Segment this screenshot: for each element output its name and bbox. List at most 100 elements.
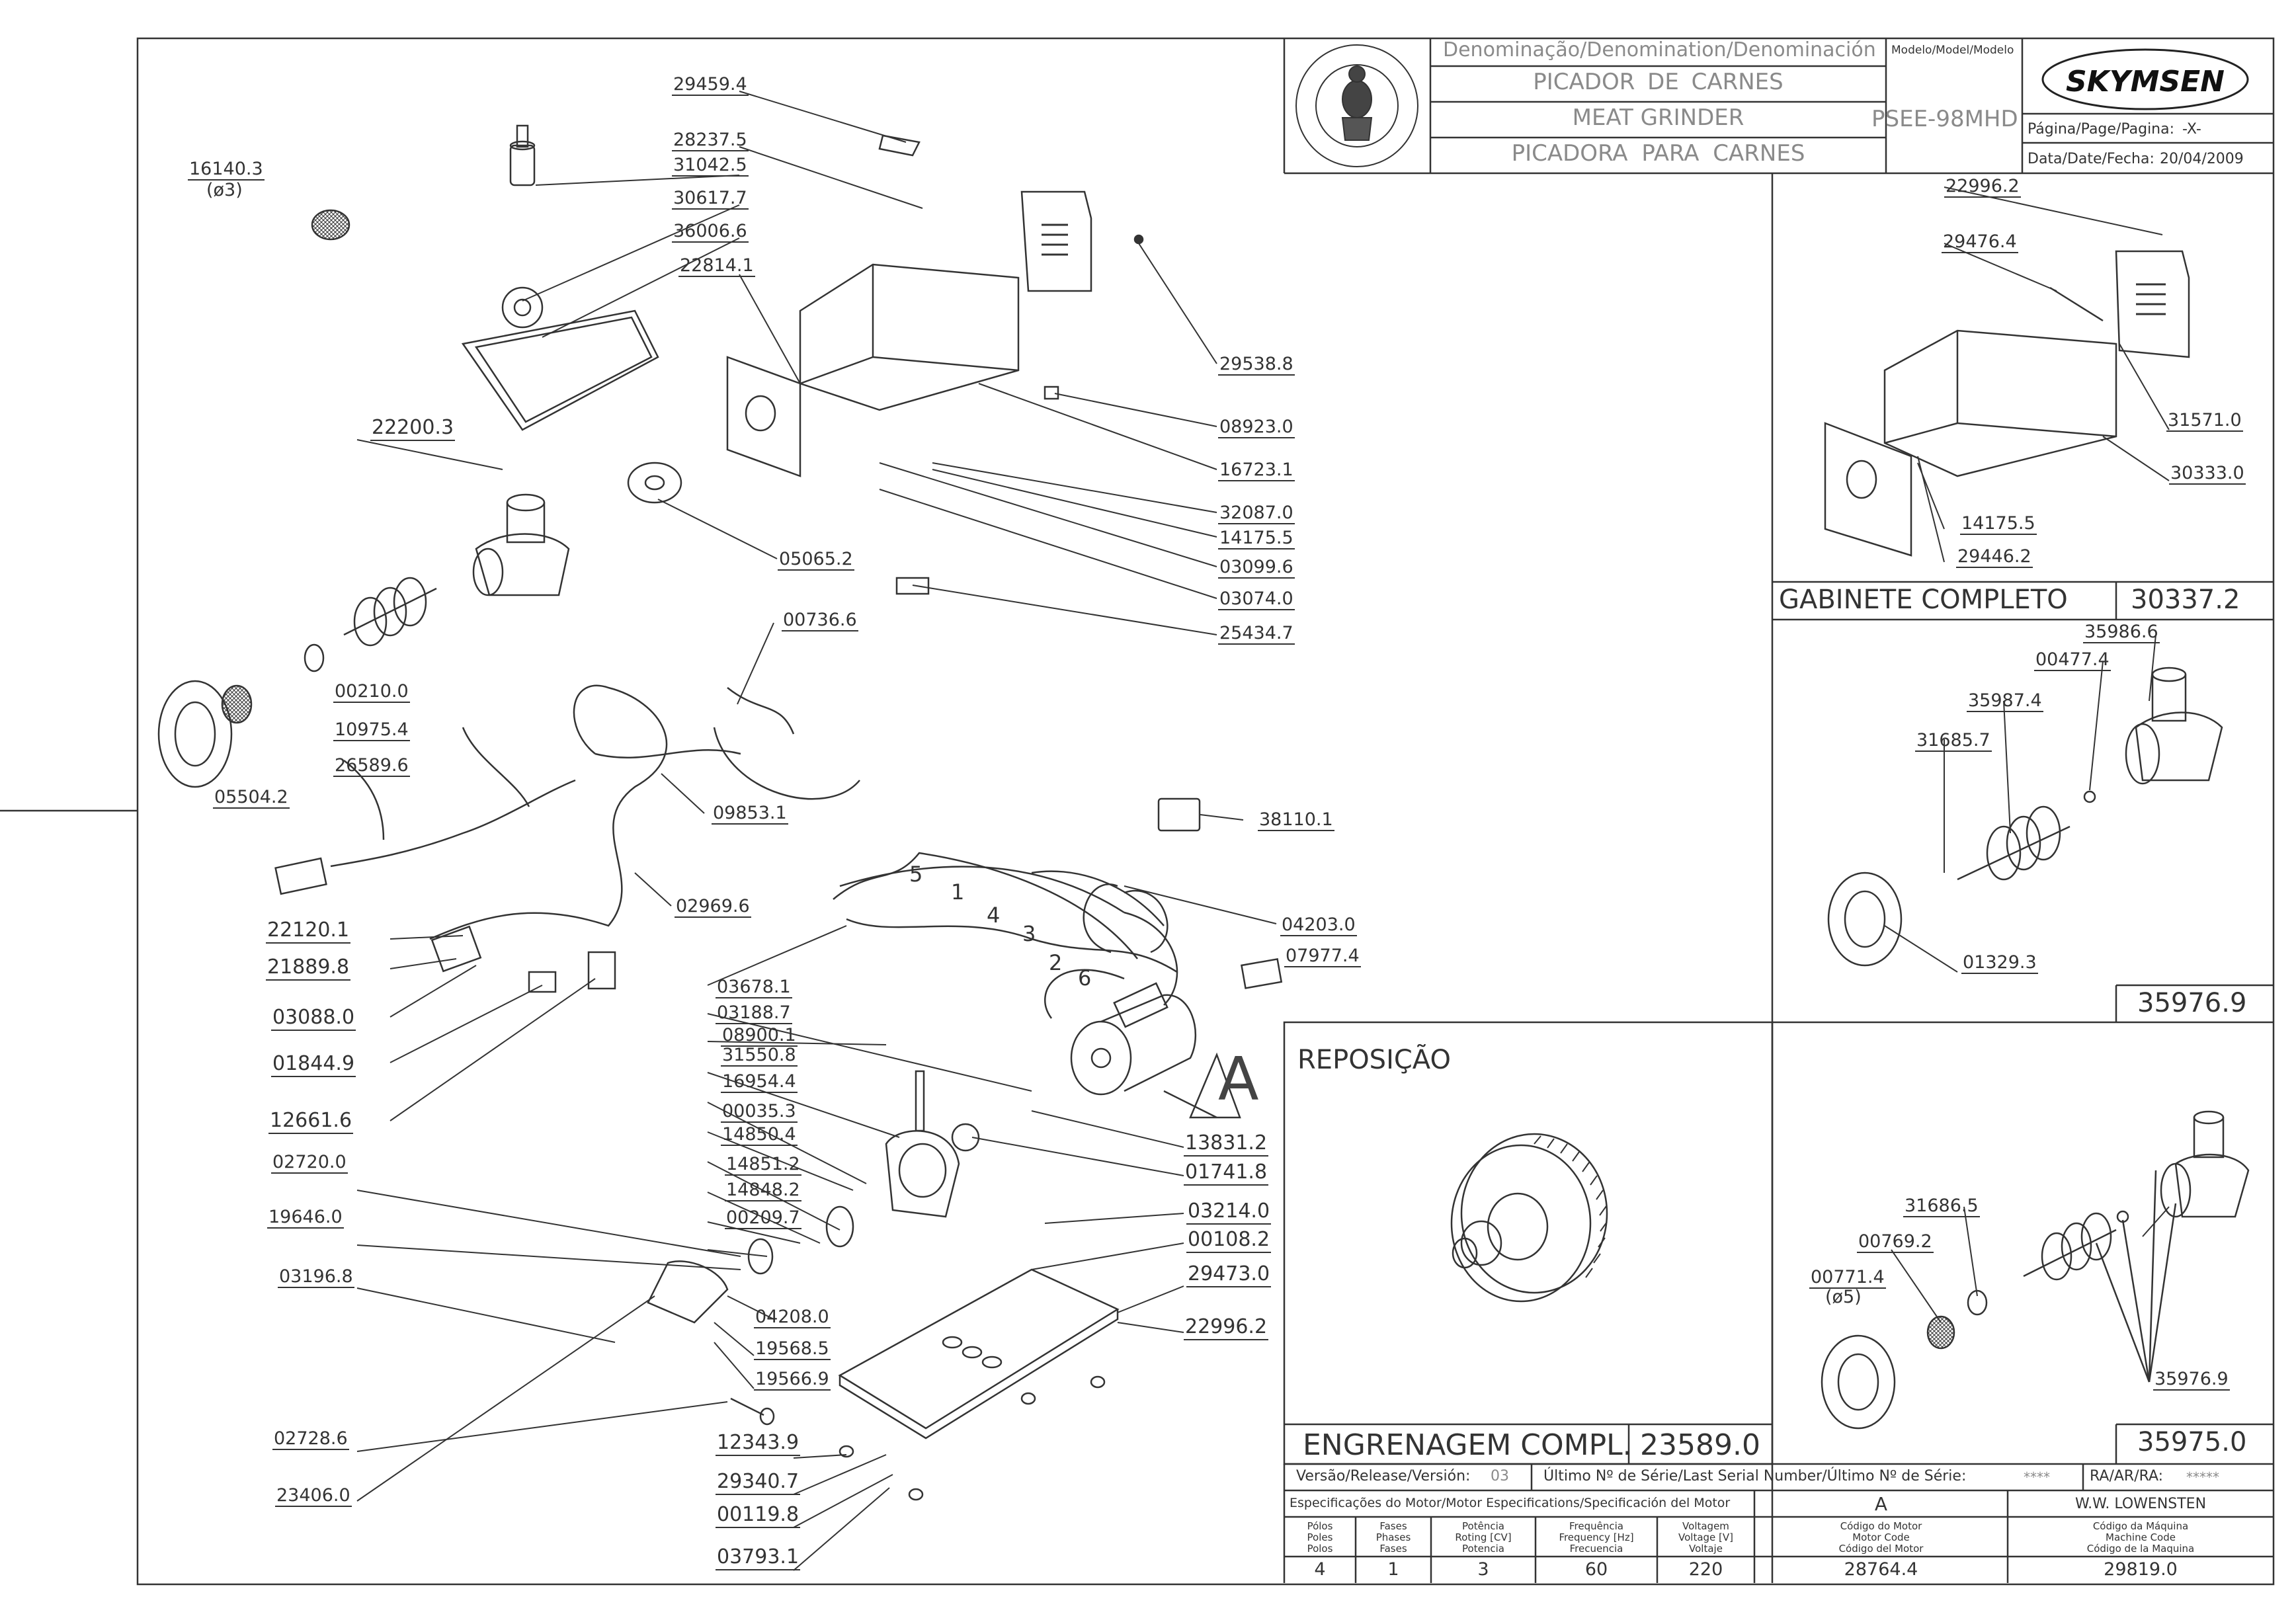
part-label: 22120.1 [266,918,351,944]
part-label: 03678.1 [716,977,792,999]
motor [1070,982,1196,1096]
part-label: 02969.6 [675,896,751,918]
serial-value: **** [2024,1469,2050,1485]
part-label: 03793.1 [716,1545,801,1570]
part-label: 16723.1 [1218,460,1295,482]
cutter-knife [304,643,325,672]
part-label: 31685.7 [1915,730,1992,752]
part-label: 28237.5 [672,130,749,152]
motor-marker-label: A [1218,1045,1259,1114]
part-label: 32087.0 [1218,503,1295,525]
part-label: 00119.8 [716,1503,801,1528]
ra-value: ***** [2186,1469,2219,1485]
skymsen-logo: SKYMSEN [2041,48,2249,110]
part-label: 22996.2 [1184,1315,1269,1340]
product-name-pt: PICADOR DE CARNES [1533,69,1784,95]
label-plate [895,577,930,595]
part-label: 29476.4 [1942,231,2018,254]
part-label: 14851.2 [725,1154,801,1176]
part-label: 16954.4 [721,1071,798,1094]
model-header: Modelo/Model/Modelo [1891,44,2014,57]
cabinet-section-code: 30337.2 [2131,585,2240,615]
version-value: 03 [1491,1468,1509,1484]
part-label: 30617.7 [672,188,749,210]
part-label: 35976.9 [2153,1369,2230,1391]
replacement-gear [1450,1133,1608,1303]
mincer-assembly-a [1827,667,2223,967]
part-label: 00209.7 [725,1207,801,1230]
part-label: 29459.4 [672,74,749,97]
part-label-note: (ø5) [1825,1287,1862,1307]
cabinet-section-title: GABINETE COMPLETO [1779,585,2068,615]
spec-value-machine-code: 29819.0 [2104,1559,2178,1580]
part-label: 30333.0 [2169,463,2246,485]
part-label: 08923.0 [1218,417,1295,439]
rubber-foot [1090,1375,1106,1389]
label-plate [274,857,327,895]
motor-maker: W.W. LOWENSTEN [2074,1496,2207,1512]
model-value: PSEE-98MHD [1871,106,2018,132]
part-label: 04208.0 [754,1307,831,1329]
label-plate [1157,797,1201,832]
tray [461,286,659,431]
spec-value-phases: 1 [1387,1559,1399,1580]
part-label: 31571.0 [2166,410,2243,432]
spec-header-poles: Pólos Poles Polos [1307,1520,1333,1555]
part-label: 14175.5 [1218,528,1295,550]
part-label: 29538.8 [1218,354,1295,376]
part-label: 00736.6 [782,610,858,632]
part-label: 00108.2 [1186,1228,1272,1253]
spec-header-power: Potência Roting [CV] Potencia [1455,1520,1512,1555]
part-label: 03099.6 [1218,557,1295,579]
wire-number: 3 [1022,921,1036,946]
part-label: 16140.3 [188,159,265,181]
product-name-en: MEAT GRINDER [1572,104,1744,131]
part-label: 03088.0 [271,1006,356,1031]
part-label: 25434.7 [1218,623,1295,645]
part-label: 29340.7 [716,1470,801,1495]
part-label: 01329.3 [1961,952,2038,975]
worm-screw [343,577,437,647]
rubber-foot [1020,1392,1036,1405]
part-label: 35987.4 [1967,690,2043,713]
motor-spec-label: Especificações do Motor/Motor Especifica… [1290,1496,1731,1510]
part-label: 00771.4 [1809,1267,1886,1289]
spec-value-voltage: 220 [1688,1559,1723,1580]
part-label: 00210.0 [333,681,410,704]
wire-number: 2 [1049,950,1063,975]
part-label: 19568.5 [754,1338,831,1361]
part-label: 31042.5 [672,155,749,177]
replacement-title: REPOSIÇÃO [1297,1045,1451,1075]
spec-value-power: 3 [1477,1559,1489,1580]
grinder-plate [221,684,253,724]
part-label: 31686.5 [1903,1196,1980,1218]
part-label: 03196.8 [278,1266,354,1289]
date-label: Data/Date/Fecha: [2028,151,2154,167]
label-plate [1241,957,1283,989]
wire-number: 5 [909,862,923,887]
part-label: 12661.6 [268,1109,354,1134]
part-label: 02720.0 [271,1152,348,1174]
ra-label: RA/AR/RA: [2090,1468,2164,1484]
spec-header-voltage: Voltagem Voltage [V] Voltaje [1678,1520,1733,1555]
part-label: 12343.9 [716,1431,801,1456]
part-label: 21889.8 [266,955,351,981]
wire-number: 6 [1078,965,1092,991]
part-label: 13831.2 [1184,1131,1269,1157]
assembly-b-code: 35975.0 [2137,1427,2247,1457]
part-label: 05504.2 [213,787,290,809]
part-label: 03214.0 [1186,1199,1272,1225]
part-label: 05065.2 [778,549,854,571]
part-label: 10975.4 [333,719,410,742]
part-label: 01741.8 [1184,1160,1269,1186]
part-label: 19566.9 [754,1369,831,1391]
part-label: 14850.4 [721,1124,798,1147]
part-label: 03074.0 [1218,589,1295,611]
motor-letter: A [1874,1493,1888,1515]
authorized-service-seal [1295,44,1418,167]
serial-label: Último Nº de Série/Last Serial Number/Úl… [1543,1468,1967,1484]
spec-value-poles: 4 [1314,1559,1326,1580]
part-label: 03188.7 [716,1002,792,1025]
page-label: Página/Page/Pagina: [2028,121,2175,138]
